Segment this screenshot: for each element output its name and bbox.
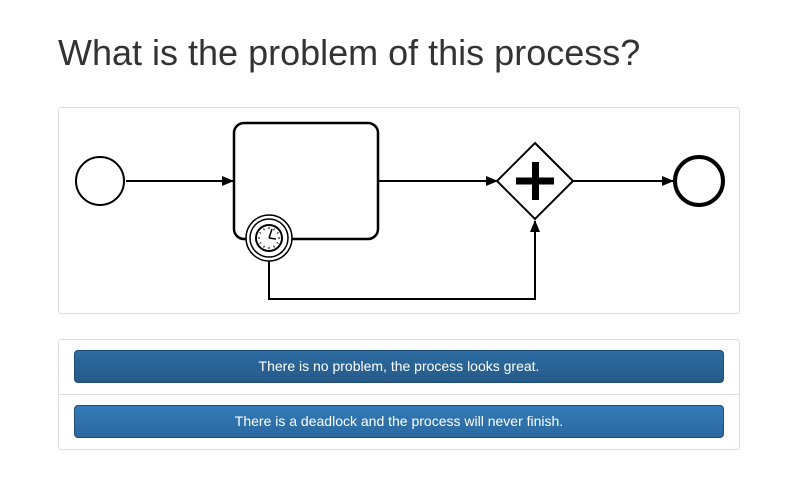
answer-deadlock-button[interactable]: There is a deadlock and the process will… [74, 405, 724, 438]
plus-icon [516, 162, 554, 200]
answer-row: There is a deadlock and the process will… [59, 395, 739, 450]
task [232, 121, 380, 241]
process-diagram-panel [58, 107, 740, 314]
parallel-gateway [495, 141, 575, 221]
sequence-flow-timer-to-gateway [268, 220, 540, 300]
answer-row: There is no problem, the process looks g… [59, 340, 739, 395]
answers-panel: There is no problem, the process looks g… [58, 339, 740, 450]
boundary-timer-event [245, 214, 293, 262]
question-title: What is the problem of this process? [58, 32, 641, 73]
start-event [75, 156, 125, 206]
end-event [673, 155, 725, 207]
answer-no-problem-button[interactable]: There is no problem, the process looks g… [74, 350, 724, 383]
clock-icon [255, 224, 283, 252]
bpmn-process-diagram [75, 121, 725, 300]
